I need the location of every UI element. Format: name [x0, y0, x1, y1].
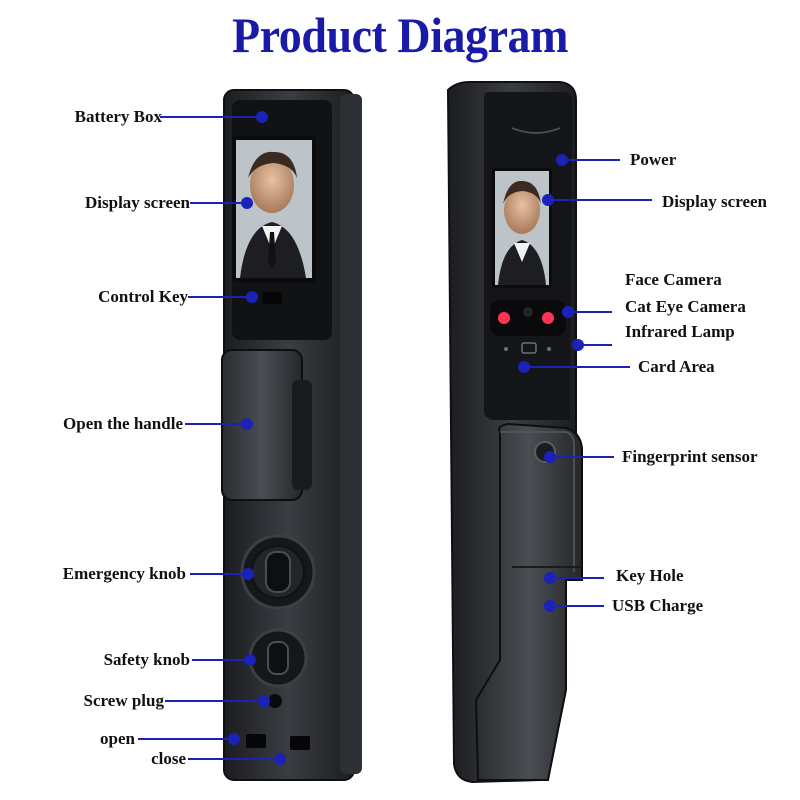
- label-open-handle: Open the handle: [63, 414, 183, 433]
- card-area-keypad: [504, 342, 551, 354]
- side-handle: [474, 422, 583, 781]
- label-display-screen-right: Display screen: [662, 192, 767, 211]
- close-button: [290, 736, 310, 750]
- label-power: Power: [630, 150, 677, 169]
- side-display-screen: [492, 168, 552, 288]
- label-fingerprint-sensor: Fingerprint sensor: [622, 447, 758, 466]
- label-close: close: [151, 749, 186, 768]
- label-screw-plug: Screw plug: [83, 691, 164, 710]
- label-control-key: Control Key: [98, 287, 188, 306]
- camera-array: [490, 300, 566, 336]
- label-card-area: Card Area: [638, 357, 715, 376]
- side-lock-view: [446, 81, 583, 784]
- emergency-knob: [240, 534, 316, 610]
- control-key-button: [262, 292, 282, 304]
- label-cat-eye-camera: Cat Eye Camera: [625, 297, 746, 316]
- front-handle: [221, 349, 312, 501]
- front-lock-view: [221, 89, 362, 781]
- label-emergency-knob: Emergency knob: [62, 564, 186, 583]
- label-infrared-lamp: Infrared Lamp: [625, 322, 735, 341]
- open-button: [246, 734, 266, 748]
- leader-lines-left: [138, 111, 286, 765]
- label-battery-box: Battery Box: [74, 107, 162, 126]
- label-usb-charge: USB Charge: [612, 596, 704, 615]
- label-open: open: [100, 729, 135, 748]
- label-safety-knob: Safety knob: [103, 650, 190, 669]
- safety-knob: [248, 628, 308, 688]
- front-display-screen: [232, 136, 316, 282]
- screw-plug: [268, 694, 282, 708]
- leader-lines-right: [518, 154, 652, 612]
- label-key-hole: Key Hole: [616, 566, 684, 585]
- label-display-screen-left: Display screen: [85, 193, 190, 212]
- label-face-camera: Face Camera: [625, 270, 722, 289]
- page-title: Product Diagram: [232, 7, 568, 63]
